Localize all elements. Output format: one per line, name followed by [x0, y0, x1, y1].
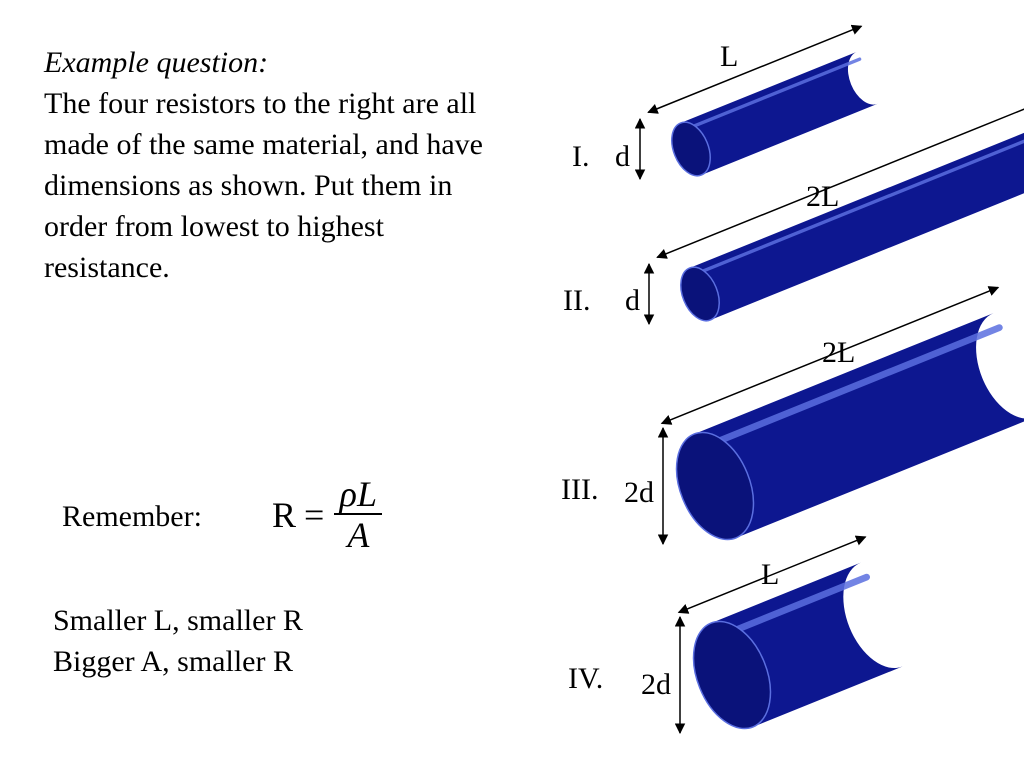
resistor-numeral: IV.: [568, 662, 603, 695]
diameter-label: d: [615, 140, 630, 173]
length-arrow: [647, 24, 863, 114]
formula-denominator: A: [347, 515, 370, 555]
resistor-numeral: II.: [563, 284, 590, 317]
rule-length: Smaller L, smaller R: [53, 604, 303, 637]
length-label: L: [761, 558, 779, 591]
remember-label: Remember:: [62, 500, 202, 533]
question-body: The four resistors to the right are all …: [44, 87, 483, 284]
length-arrow: [656, 98, 1024, 259]
diameter-label: 2d: [624, 476, 654, 509]
resistor-numeral: III.: [561, 473, 598, 506]
resistor-4: L 2d IV.: [568, 535, 903, 735]
length-label: 2L: [822, 336, 855, 369]
cylinder-end-cap: [692, 620, 772, 730]
rules-list: Smaller L, smaller R Bigger A, smaller R: [53, 600, 303, 682]
length-arrow: [660, 286, 1000, 425]
resistance-formula: R = ρL A: [272, 474, 383, 555]
length-arrow: [677, 535, 867, 614]
formula-numerator: ρL: [339, 474, 377, 514]
formula-fraction: ρL A: [334, 474, 383, 555]
rule-area: Bigger A, smaller R: [53, 645, 293, 678]
question-text: Example question: The four resistors to …: [44, 42, 504, 288]
length-label: L: [720, 40, 738, 73]
resistor-numeral: I.: [572, 140, 590, 173]
formula-equals: =: [304, 495, 325, 535]
resistor-1: Ld I.: [572, 24, 878, 181]
length-label: 2L: [806, 180, 839, 213]
diameter-label: 2d: [641, 668, 671, 701]
diameter-label: d: [625, 284, 640, 317]
question-heading: Example question:: [44, 46, 269, 79]
fraction-bar: [334, 513, 383, 515]
resistor-3: 2L 2d III.: [561, 286, 1024, 546]
formula-lhs: R: [272, 495, 297, 535]
